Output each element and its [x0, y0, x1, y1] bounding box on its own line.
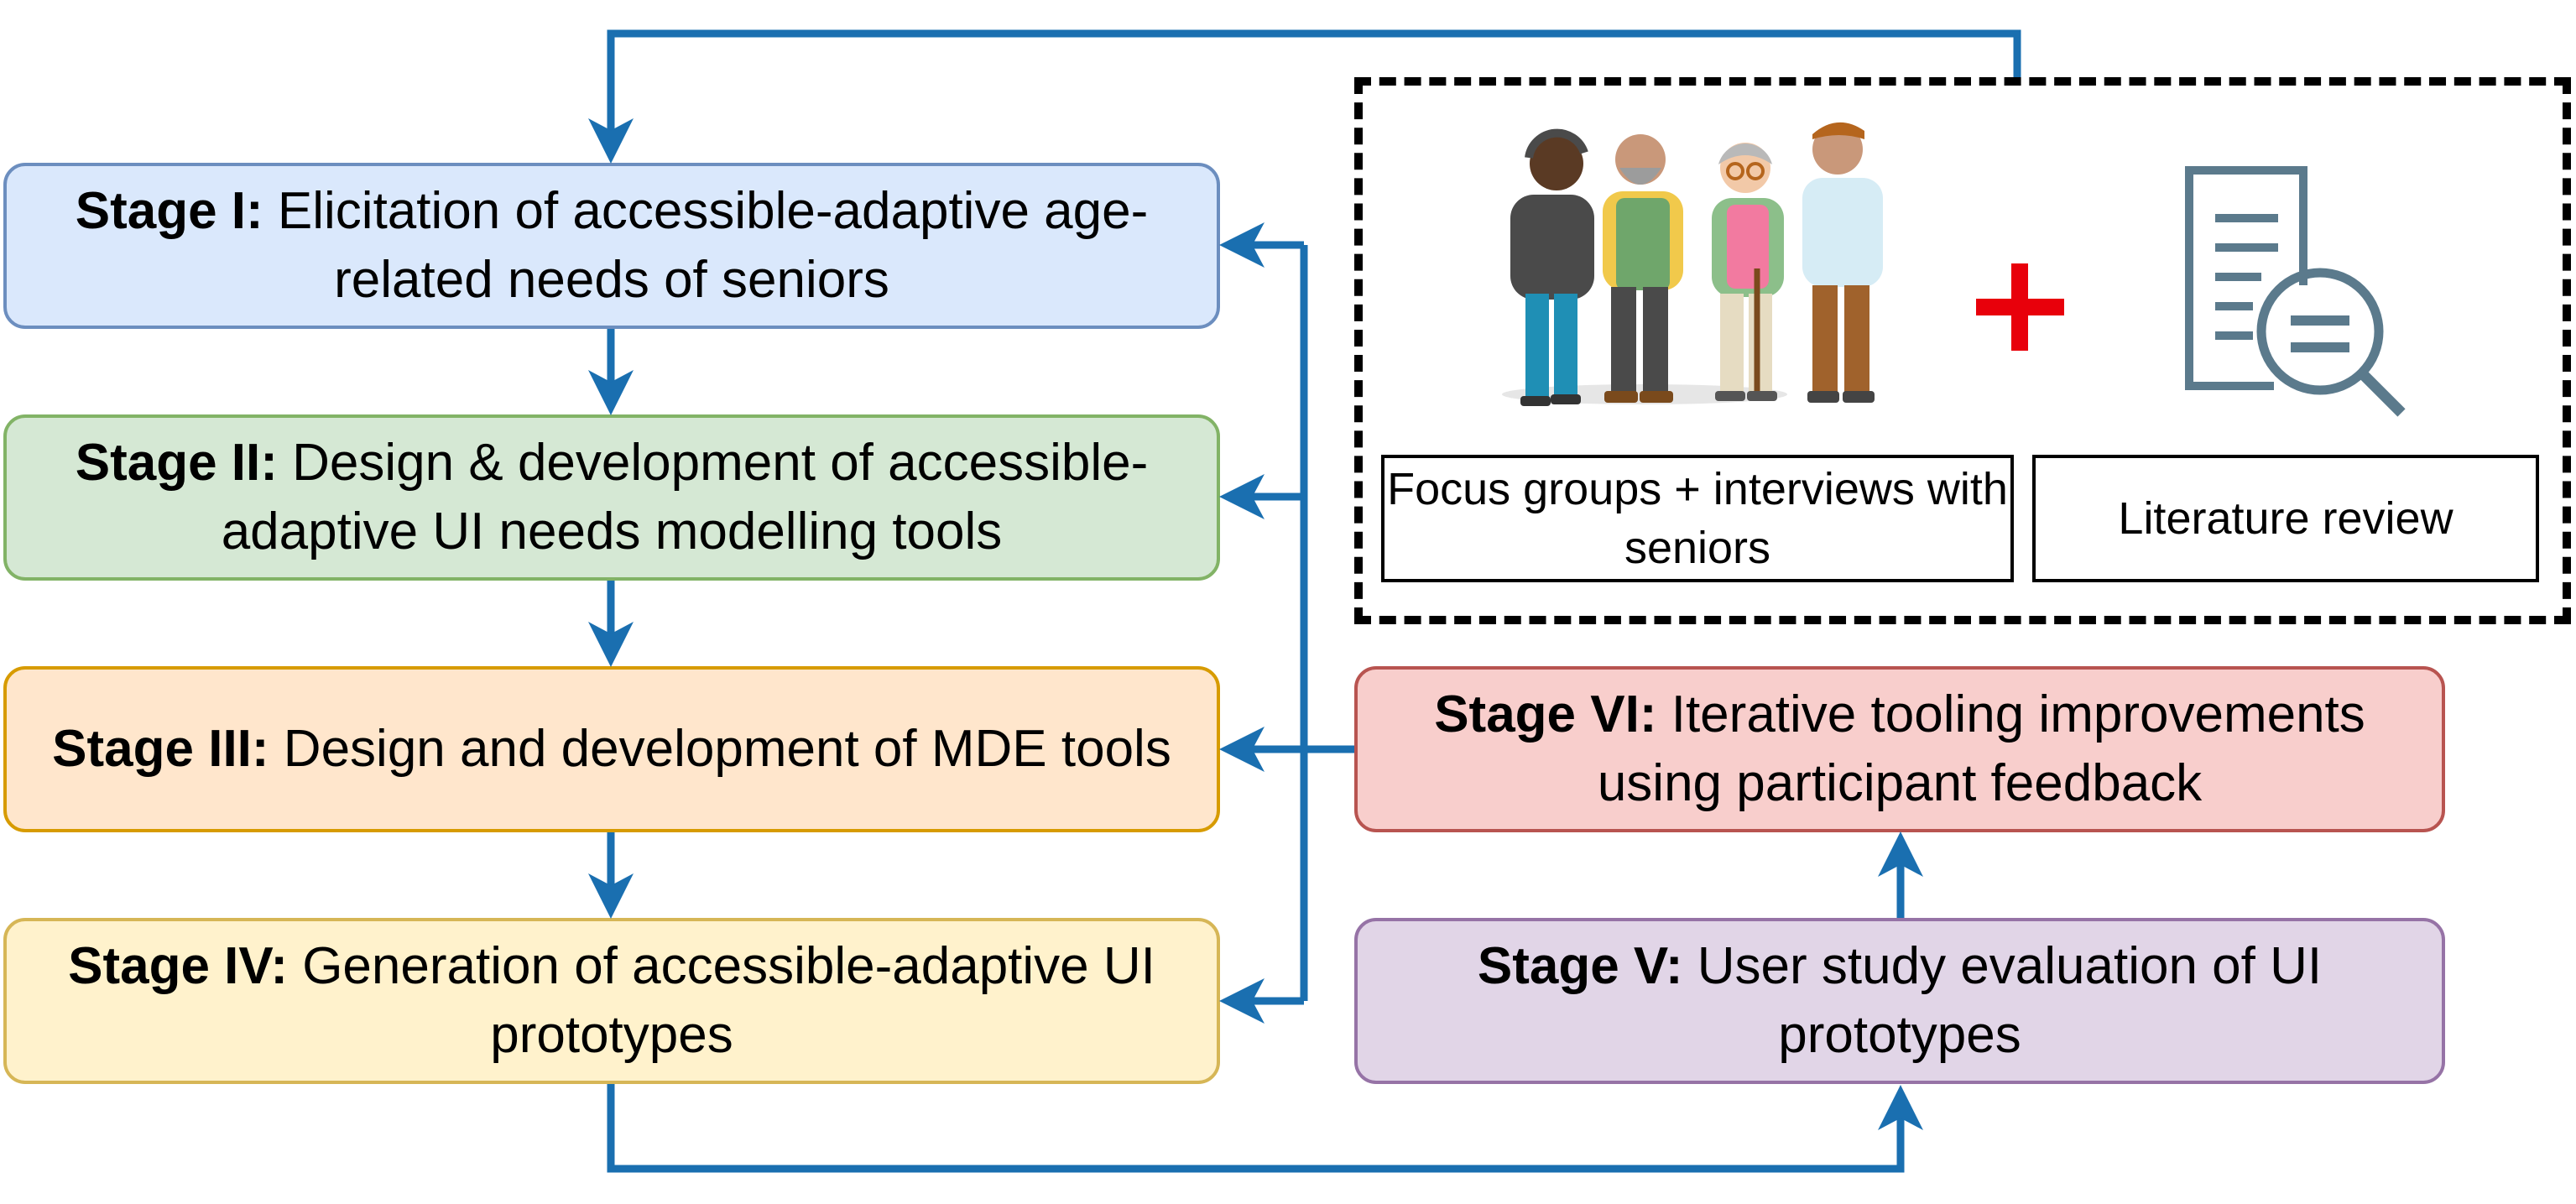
- arrow-s4-to-s5: [607, 1084, 1923, 1173]
- stage-6-text: Iterative tooling improvements using par…: [1597, 685, 2365, 812]
- stage-5-box: Stage V: User study evaluation of UI pro…: [1354, 918, 2445, 1084]
- focus-groups-label: Focus groups + interviews with seniors: [1381, 455, 2014, 582]
- stage-4-box: Stage IV: Generation of accessible-adapt…: [3, 918, 1220, 1084]
- stage-3-label: Stage III:: [52, 720, 269, 778]
- stage-2-box: Stage II: Design & development of access…: [3, 414, 1220, 581]
- inputs-container: [1354, 77, 2571, 624]
- arrow-inputs-to-stage1: [588, 29, 2021, 164]
- stage-6-label: Stage VI:: [1434, 685, 1657, 743]
- seniors-group-icon: [1502, 122, 1883, 406]
- plus-icon: [1976, 263, 2064, 351]
- stage-1-label: Stage I:: [75, 182, 263, 240]
- stage-4-label: Stage IV:: [68, 937, 288, 995]
- stage-1-box: Stage I: Elicitation of accessible-adapt…: [3, 163, 1220, 329]
- stage-5-label: Stage V:: [1477, 937, 1683, 995]
- document-search-icon: [2185, 166, 2406, 417]
- stage-2-label: Stage II:: [75, 434, 278, 492]
- stage-2-text: Design & development of accessible-adapt…: [221, 434, 1149, 560]
- stage-3-box: Stage III: Design and development of MDE…: [3, 666, 1220, 832]
- stage-5-text: User study evaluation of UI prototypes: [1697, 937, 2323, 1064]
- literature-review-label: Literature review: [2032, 455, 2539, 582]
- stage-3-text: Design and development of MDE tools: [283, 720, 1171, 778]
- stage-1-text: Elicitation of accessible-adaptive age-r…: [277, 182, 1149, 309]
- stage-4-text: Generation of accessible-adaptive UI pro…: [302, 937, 1155, 1064]
- stage-6-box: Stage VI: Iterative tooling improvements…: [1354, 666, 2445, 832]
